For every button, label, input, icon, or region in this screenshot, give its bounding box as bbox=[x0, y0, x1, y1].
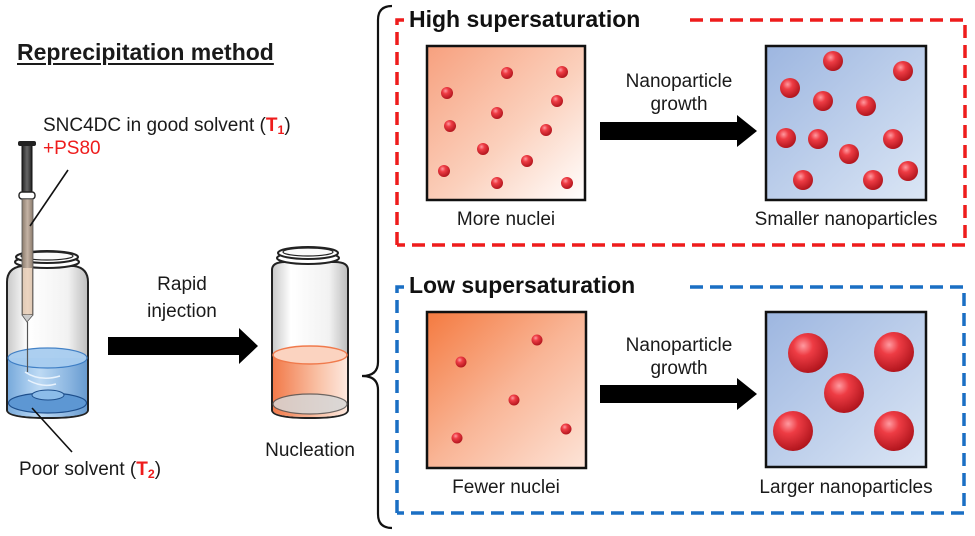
temp-t1: T1 bbox=[266, 115, 284, 136]
nucleus bbox=[556, 66, 568, 78]
high-supersaturation-border bbox=[395, 18, 967, 247]
nucleus bbox=[521, 155, 533, 167]
nucleation-label: Nucleation bbox=[265, 440, 355, 461]
nanoparticle bbox=[856, 96, 876, 116]
particles-group-high bbox=[776, 51, 918, 190]
nucleus bbox=[491, 177, 503, 189]
nanoparticle bbox=[808, 129, 828, 149]
nanoparticle bbox=[863, 170, 883, 190]
temp-t2: T2 bbox=[136, 459, 154, 480]
poor-solvent-label: Poor solvent (T2) bbox=[19, 460, 161, 480]
growth-label-low-line2: growth bbox=[650, 358, 708, 379]
poor-solvent-label-text: Poor solvent ( bbox=[19, 459, 137, 480]
syringe-label-text: SNC4DC in good solvent ( bbox=[43, 115, 266, 136]
nucleus bbox=[561, 177, 573, 189]
nuclei-group-high bbox=[438, 66, 573, 189]
nucleus bbox=[455, 356, 467, 368]
nanoparticle bbox=[898, 161, 918, 181]
growth-label-high-line2: growth bbox=[650, 94, 708, 115]
injection-arrow bbox=[108, 328, 258, 364]
injection-label-line2: injection bbox=[147, 301, 217, 322]
nanoparticle bbox=[780, 78, 800, 98]
syringe-label: SNC4DC in good solvent (T1) bbox=[43, 116, 291, 136]
fewer-nuclei-label: Fewer nuclei bbox=[452, 477, 560, 498]
smaller-nanoparticles-label: Smaller nanoparticles bbox=[754, 209, 938, 230]
temp-t2-symbol: T bbox=[136, 459, 148, 480]
additive-label: +PS80 bbox=[43, 138, 101, 159]
syringe-label-suffix: ) bbox=[284, 115, 291, 136]
growth-arrow-high bbox=[600, 115, 757, 147]
nucleus bbox=[444, 120, 456, 132]
nanoparticle bbox=[874, 332, 914, 372]
nuclei-group-low bbox=[451, 334, 572, 444]
growth-label-high-line1: Nanoparticle bbox=[625, 71, 733, 92]
nucleus bbox=[560, 423, 572, 435]
larger-nanoparticles-label: Larger nanoparticles bbox=[759, 477, 933, 498]
nucleus bbox=[551, 95, 563, 107]
nanoparticle bbox=[874, 411, 914, 451]
nanoparticle bbox=[823, 51, 843, 71]
nucleus bbox=[540, 124, 552, 136]
nucleus bbox=[531, 334, 543, 346]
particles-group-low bbox=[773, 332, 914, 451]
nucleation-vial bbox=[271, 246, 349, 420]
nanoparticle bbox=[824, 373, 864, 413]
nucleus bbox=[477, 143, 489, 155]
growth-arrow-low bbox=[600, 378, 757, 410]
low-supersaturation-heading: Low supersaturation bbox=[405, 274, 642, 297]
nucleus bbox=[508, 394, 520, 406]
nanoparticle bbox=[773, 411, 813, 451]
nucleus bbox=[441, 87, 453, 99]
fewer-nuclei-box bbox=[425, 310, 588, 470]
growth-label-low-line1: Nanoparticle bbox=[625, 335, 733, 356]
high-supersaturation-heading: High supersaturation bbox=[405, 8, 647, 31]
nanoparticle bbox=[776, 128, 796, 148]
nucleus bbox=[491, 107, 503, 119]
nanoparticle bbox=[813, 91, 833, 111]
nucleus bbox=[451, 432, 463, 444]
nanoparticle bbox=[788, 333, 828, 373]
low-supersaturation-border bbox=[395, 285, 966, 515]
grouping-brace bbox=[361, 4, 393, 530]
poor-solvent-leader-line bbox=[31, 407, 73, 453]
syringe bbox=[18, 141, 36, 372]
temp-t2-subscript: 2 bbox=[147, 467, 155, 482]
nucleus bbox=[501, 67, 513, 79]
nanoparticle bbox=[839, 144, 859, 164]
nucleus bbox=[438, 165, 450, 177]
nanoparticle bbox=[893, 61, 913, 81]
injection-label-line1: Rapid bbox=[157, 274, 207, 295]
temp-t1-symbol: T bbox=[265, 115, 278, 136]
nanoparticle bbox=[883, 129, 903, 149]
nanoparticle bbox=[793, 170, 813, 190]
method-title: Reprecipitation method bbox=[17, 39, 274, 65]
stir-bar bbox=[31, 389, 65, 401]
more-nuclei-label: More nuclei bbox=[456, 209, 556, 230]
poor-solvent-label-suffix: ) bbox=[154, 459, 162, 480]
additive-leader-line bbox=[29, 169, 69, 227]
temp-t1-subscript: 1 bbox=[277, 123, 285, 138]
good-solvent-vial bbox=[6, 250, 89, 420]
